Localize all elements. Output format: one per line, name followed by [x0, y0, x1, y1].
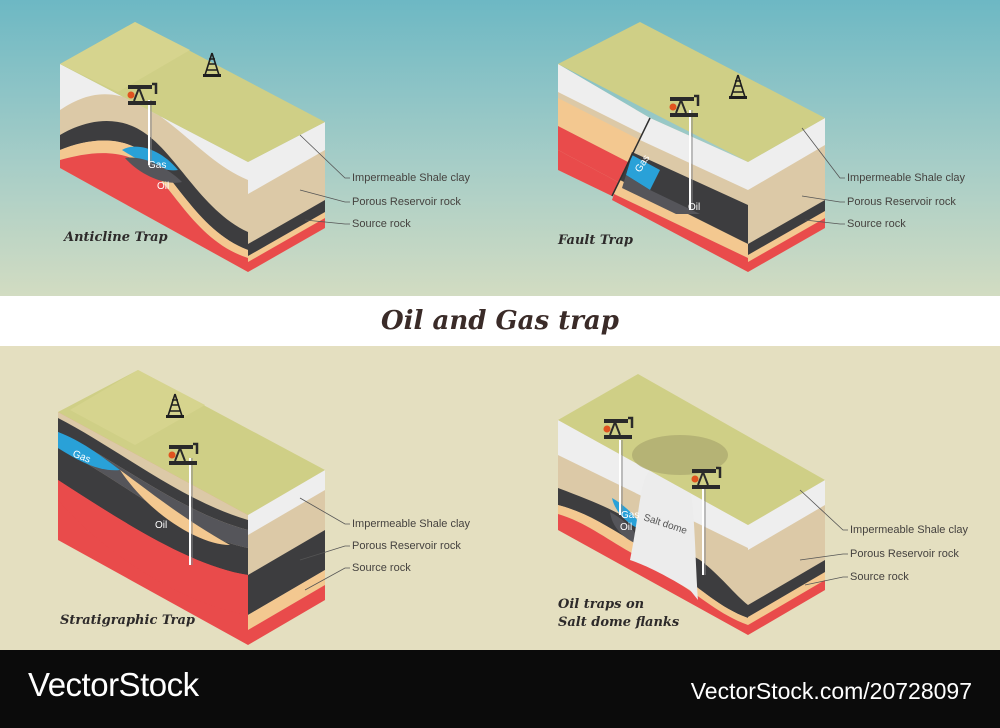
watermark-footer	[0, 650, 1000, 728]
fault-caption: Fault Trap	[558, 233, 633, 248]
salt-gas-label: Gas	[621, 510, 639, 521]
fault-block	[558, 22, 825, 272]
anticline-legend-leaders	[299, 134, 350, 225]
strat-reservoir-label: Porous Reservoir rock	[352, 540, 461, 552]
strat-source-label: Source rock	[352, 562, 411, 574]
fault-legend-leaders	[801, 127, 845, 225]
fault-oil-label: Oil	[688, 202, 700, 213]
watermark-url: VectorStock.com/20728097	[690, 678, 972, 704]
anticline-caption: Anticline Trap	[64, 230, 168, 245]
anticline-shale-label: Impermeable Shale clay	[352, 172, 471, 184]
stratigraphic-caption: Stratigraphic Trap	[60, 613, 195, 628]
fault-shale-label: Impermeable Shale clay	[847, 172, 966, 184]
strat-legend-leaders	[299, 497, 350, 591]
anticline-gas-label: Gas	[148, 160, 166, 171]
salt-dome-caption-line1: Oil traps on	[558, 597, 645, 612]
salt-dome-caption-line2: Salt dome flanks	[558, 615, 680, 630]
title-band	[0, 296, 1000, 346]
fault-source-label: Source rock	[847, 218, 906, 230]
fault-reservoir-label: Porous Reservoir rock	[847, 196, 956, 208]
salt-reservoir-label: Porous Reservoir rock	[850, 548, 959, 560]
salt-dome-block	[558, 374, 825, 635]
anticline-oil-label: Oil	[157, 181, 169, 192]
anticline-reservoir-label: Porous Reservoir rock	[352, 196, 461, 208]
stratigraphic-block	[58, 370, 325, 645]
salt-legend-leaders	[799, 489, 848, 586]
anticline-source-label: Source rock	[352, 218, 411, 230]
main-title: Oil and Gas trap	[381, 306, 619, 336]
salt-source-label: Source rock	[850, 571, 909, 583]
strat-shale-label: Impermeable Shale clay	[352, 518, 471, 530]
strat-oil-label: Oil	[155, 520, 167, 531]
salt-oil-label: Oil	[620, 522, 632, 533]
watermark-logo: VectorStock	[28, 666, 199, 703]
salt-shale-label: Impermeable Shale clay	[850, 524, 969, 536]
salt-dome-caption: Oil traps on Salt dome flanks	[558, 596, 679, 632]
